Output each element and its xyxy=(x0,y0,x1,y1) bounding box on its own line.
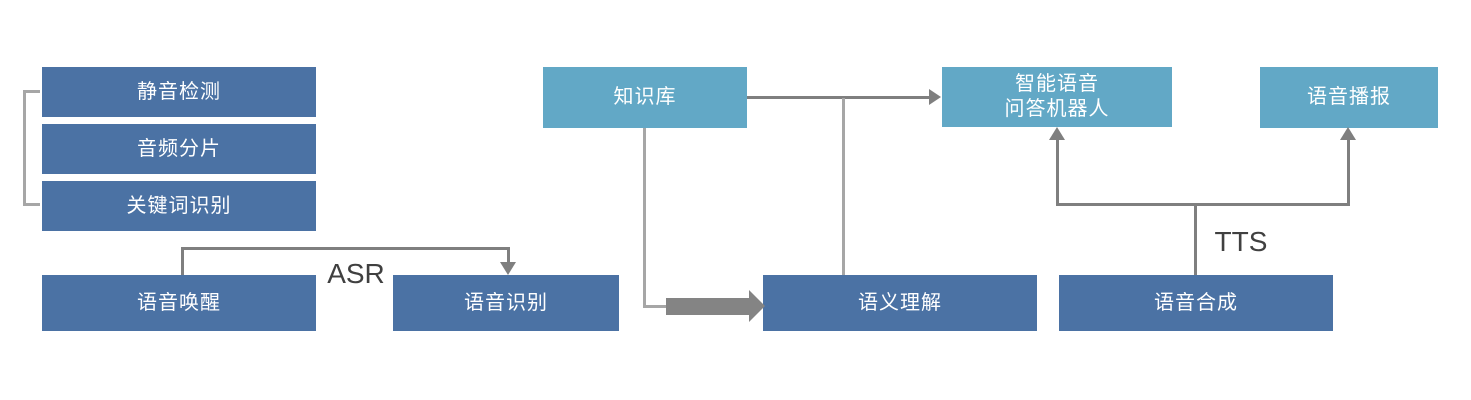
node-semantic-understanding: 语义理解 xyxy=(763,275,1037,331)
block-arrow-head-icon xyxy=(749,290,765,322)
node-qa-robot: 智能语音 问答机器人 xyxy=(942,67,1172,127)
node-knowledge-base-label: 知识库 xyxy=(613,86,677,108)
branch-to-semantic-connector xyxy=(842,98,845,275)
node-audio-slicing: 音频分片 xyxy=(42,124,316,174)
node-voice-wakeup-label: 语音唤醒 xyxy=(137,291,221,314)
arrowhead-up-right-icon xyxy=(1340,127,1356,140)
arrowhead-right-icon xyxy=(929,89,941,105)
tts-fork-left-up xyxy=(1056,139,1059,205)
bracket-left-bottom-stub xyxy=(23,203,40,206)
node-keyword-recognition: 关键词识别 xyxy=(42,181,316,231)
node-semantic-understanding-label: 语义理解 xyxy=(858,291,942,314)
tts-fork-across xyxy=(1056,203,1350,206)
node-keyword-recognition-label: 关键词识别 xyxy=(126,194,232,217)
tts-label: TTS xyxy=(1214,226,1268,257)
node-voice-wakeup: 语音唤醒 xyxy=(42,275,316,331)
node-speech-synthesis: 语音合成 xyxy=(1059,275,1333,331)
asr-label: ASR xyxy=(327,258,385,289)
node-speech-synthesis-label: 语音合成 xyxy=(1154,291,1238,314)
asr-connector-across xyxy=(181,247,510,250)
asr-connector-up xyxy=(181,247,184,275)
node-audio-slicing-label: 音频分片 xyxy=(137,137,221,160)
knowledge-to-robot-connector xyxy=(747,96,929,99)
bracket-left-top-stub xyxy=(23,90,40,93)
node-qa-robot-label-line2: 问答机器人 xyxy=(1004,98,1110,120)
asr-connector-down xyxy=(507,247,510,263)
node-knowledge-base: 知识库 xyxy=(543,67,747,128)
node-speech-recognition-label: 语音识别 xyxy=(464,291,548,314)
block-arrow-shaft xyxy=(666,298,749,315)
bracket-left-vertical xyxy=(23,90,26,206)
node-qa-robot-label-line1: 智能语音 xyxy=(1015,73,1099,95)
knowledge-down-connector xyxy=(643,128,646,308)
node-voice-broadcast: 语音播报 xyxy=(1260,67,1438,128)
arrowhead-down-icon xyxy=(500,262,516,275)
node-voice-broadcast-label: 语音播报 xyxy=(1307,86,1391,108)
node-silence-detection: 静音检测 xyxy=(42,67,316,117)
tts-fork-right-up xyxy=(1347,139,1350,205)
node-speech-recognition: 语音识别 xyxy=(393,275,619,331)
knowledge-elbow-connector xyxy=(643,305,667,308)
arrowhead-up-left-icon xyxy=(1049,127,1065,140)
tts-stem-connector xyxy=(1194,203,1197,275)
node-silence-detection-label: 静音检测 xyxy=(137,80,221,103)
